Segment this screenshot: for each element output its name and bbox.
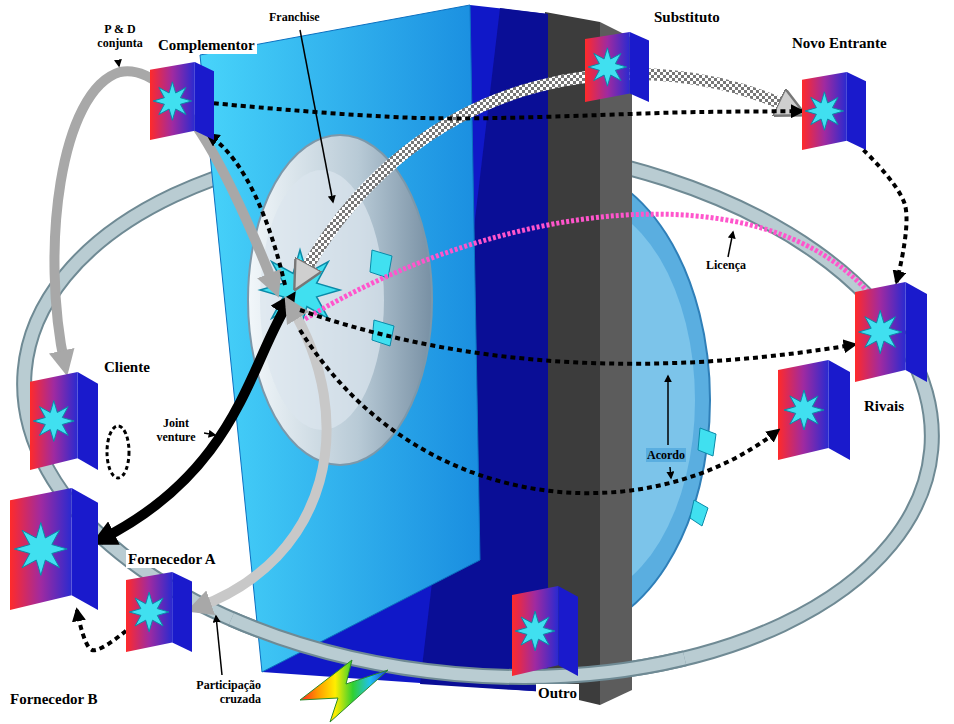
actor-tile: Fornecedor A: [10, 488, 98, 610]
tile-gear: [805, 92, 843, 130]
tile-shape: [585, 32, 649, 102]
actor-tile: Novo Entrante: [802, 72, 866, 150]
tile-face: [855, 282, 905, 382]
actor-name: Outro: [536, 684, 579, 702]
gear-tooth: [372, 320, 394, 346]
tile-face: [30, 372, 78, 470]
tile-face: [585, 32, 630, 102]
relation-label: Acordo: [646, 448, 686, 462]
tile-shape: [30, 372, 98, 470]
tile-gear: [588, 48, 626, 86]
leader-line: [670, 467, 671, 478]
tile-shape: [150, 62, 214, 140]
tile-side: [905, 282, 927, 382]
actor-name: Rivais: [862, 397, 906, 415]
actor-name: Fornecedor B: [8, 690, 100, 708]
alliance-line: [210, 136, 285, 285]
license-line: [300, 214, 868, 322]
relation-label: Franchise: [268, 10, 321, 24]
leader-line: [300, 30, 333, 202]
tile-gear: [129, 592, 169, 632]
actor-tile: Outro: [512, 586, 578, 676]
relation-label: Licença: [705, 258, 747, 272]
relation-label: Joint venture: [148, 416, 204, 444]
dotted-connector: [214, 103, 802, 118]
tile-side: [78, 372, 98, 470]
relation-label: Participação cruzada: [172, 678, 262, 706]
tile-face: [150, 62, 195, 140]
lightning-bolt: [300, 660, 388, 722]
gear-tooth: [370, 250, 392, 278]
tile-shape: [126, 572, 192, 652]
dotted-connector: [77, 610, 126, 650]
tile-shape: [512, 586, 578, 676]
leader-line: [204, 433, 215, 435]
franchise-arrow: [300, 74, 795, 280]
tile-gear: [859, 310, 902, 353]
firm-cylinder: [248, 135, 432, 465]
ring-outline-front: [231, 619, 684, 677]
actor-tile: Cliente: [30, 372, 98, 470]
leader-line: [728, 232, 733, 257]
tile-face: [512, 586, 558, 676]
tile-face: [10, 488, 72, 610]
rival-gear: [784, 390, 824, 430]
tile-side: [72, 488, 98, 610]
actor-name: Cliente: [102, 358, 152, 376]
rival-tile-side: [828, 360, 850, 460]
gear-tooth: [690, 500, 708, 526]
tile-gear: [33, 401, 74, 442]
agreement-line: [300, 330, 776, 493]
actor-name: Substituto: [652, 8, 722, 26]
joint-venture-arrow: [100, 300, 290, 540]
ring-band-front: [231, 619, 684, 677]
tile-side: [847, 72, 866, 150]
agreement-line: [300, 310, 852, 364]
actor-tile: Rivais: [855, 282, 927, 382]
tile-side: [558, 586, 578, 676]
actor-name: Novo Entrante: [790, 34, 889, 52]
rival-tile: [778, 360, 828, 460]
actor-tile: Fornecedor B: [126, 572, 192, 652]
actor-name: Fornecedor A: [126, 550, 218, 568]
leader-line: [667, 376, 669, 445]
tile-gear: [14, 523, 67, 576]
leader-line: [216, 616, 222, 675]
tile-side: [630, 32, 649, 102]
tile-shape: [802, 72, 866, 150]
tile-face: [126, 572, 172, 652]
relation-label: P & D conjunta: [88, 22, 152, 50]
tile-gear: [515, 611, 555, 651]
leader-line: [118, 60, 119, 66]
dotted-connector: [863, 150, 906, 282]
tile-gear: [153, 82, 191, 120]
gear-tooth: [698, 428, 716, 456]
tile-shape: [855, 282, 927, 382]
tile-shape: [10, 488, 98, 610]
actor-tile: Complementor: [150, 62, 214, 140]
actor-name: Complementor: [156, 36, 257, 54]
tile-side: [172, 572, 192, 652]
tile-face: [802, 72, 847, 150]
joint-venture-ring: [107, 426, 129, 478]
actor-tile: Substituto: [585, 32, 649, 102]
tile-side: [195, 62, 214, 140]
